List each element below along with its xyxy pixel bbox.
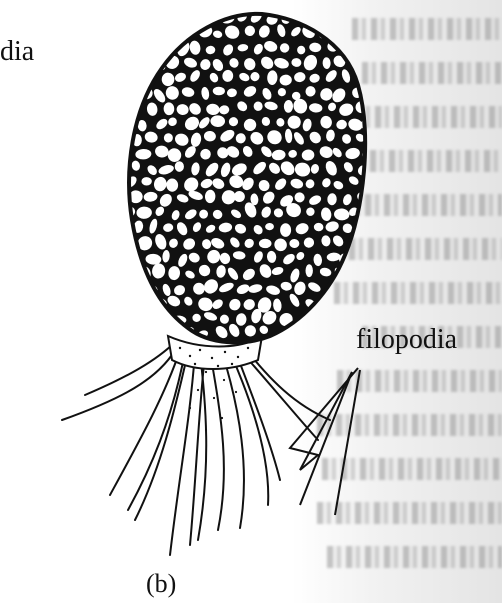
vacuole: [137, 27, 152, 38]
vacuole: [139, 300, 151, 312]
vacuole: [150, 25, 165, 38]
vacuole: [364, 293, 374, 309]
vacuole: [192, 314, 200, 322]
panel-label: (b): [146, 571, 176, 597]
vacuole: [333, 328, 344, 343]
vacuole: [124, 57, 136, 67]
vacuole: [326, 12, 340, 26]
vacuole: [280, 223, 291, 237]
cut-off-label: dia: [0, 38, 34, 66]
vacuole: [134, 52, 152, 71]
vacuole: [350, 10, 367, 29]
vacuole: [348, 263, 361, 279]
vacuole: [145, 310, 161, 328]
vacuole: [364, 56, 375, 69]
vacuole: [316, 326, 328, 339]
vacuole: [169, 27, 182, 43]
vacuole: [129, 312, 143, 325]
vacuole: [332, 26, 342, 36]
vacuole: [124, 24, 138, 38]
vacuole: [310, 308, 323, 323]
vacuole: [339, 12, 353, 28]
vacuole: [333, 295, 347, 307]
vacuole: [186, 6, 206, 25]
vacuole: [335, 308, 353, 326]
vacuole: [126, 330, 136, 340]
vacuole: [340, 281, 355, 298]
vacuole: [203, 12, 214, 23]
vacuole: [361, 264, 378, 279]
label-pointer-lines: [290, 368, 360, 515]
vacuole: [359, 313, 367, 322]
cell-body: [119, 6, 379, 342]
vacuole: [121, 87, 133, 98]
vacuole: [347, 27, 361, 41]
vacuole: [312, 13, 324, 26]
vacuole: [290, 329, 300, 340]
vacuole: [362, 26, 378, 40]
vacuole: [356, 38, 365, 54]
vacuole: [132, 72, 145, 85]
vacuole: [302, 327, 317, 343]
vacuole: [362, 205, 378, 218]
vacuole: [361, 235, 375, 248]
vacuole: [171, 326, 180, 339]
filopodia-strands: [62, 345, 330, 555]
vacuole: [175, 12, 186, 22]
vacuole: [122, 237, 133, 248]
vacuole: [138, 325, 149, 336]
vacuole: [348, 296, 362, 310]
vacuole: [119, 297, 134, 312]
vacuole: [356, 249, 367, 263]
vacuole: [125, 267, 138, 281]
vacuole: [357, 280, 370, 296]
vacuole: [142, 41, 159, 58]
vacuole: [146, 9, 161, 27]
vacuole: [131, 284, 141, 293]
vacuole: [129, 40, 143, 52]
vacuole: [306, 264, 313, 277]
filopodia-label: filopodia: [356, 326, 457, 354]
vacuole: [131, 13, 141, 23]
vacuole: [161, 10, 169, 23]
vacuole: [326, 309, 341, 324]
